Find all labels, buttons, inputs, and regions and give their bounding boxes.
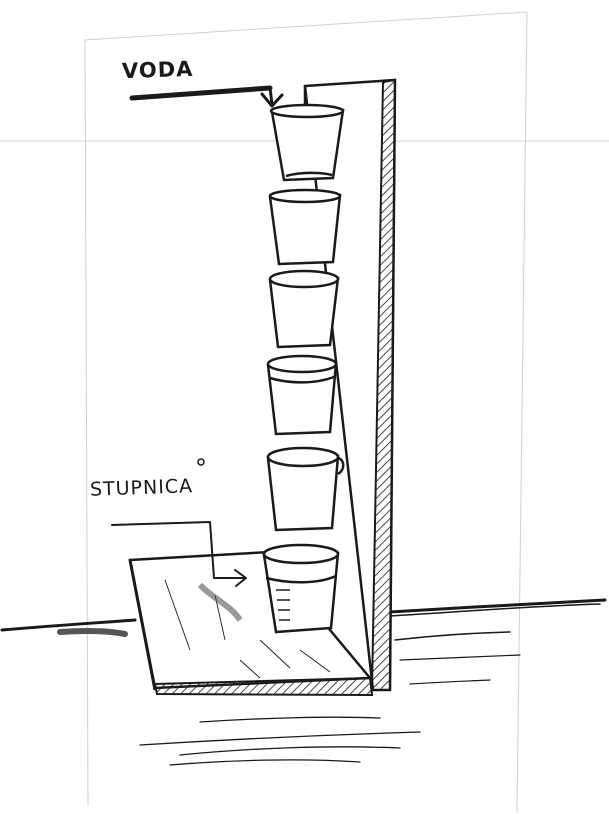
bucket-2	[270, 190, 340, 264]
voda-label: VODA	[122, 57, 194, 83]
stupnica-label: STUPNICA	[90, 475, 194, 501]
bucket-1	[271, 105, 343, 180]
bucket-5	[268, 448, 343, 530]
ink-dot	[198, 459, 204, 465]
bucket-3	[270, 271, 338, 347]
floor-scribbles	[140, 717, 420, 765]
voda-arrow	[132, 88, 282, 106]
bucket-4	[268, 356, 336, 434]
bucket-6-with-scale	[264, 545, 338, 632]
